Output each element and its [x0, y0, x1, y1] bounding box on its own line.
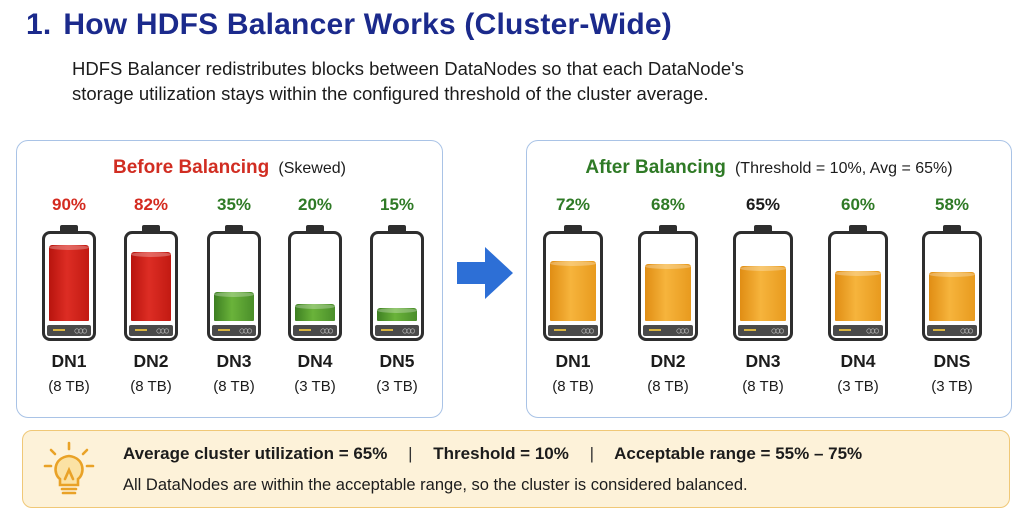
- utilization-fill: [835, 271, 881, 321]
- utilization-fill: [550, 261, 596, 321]
- datanode-name: DN3: [216, 351, 252, 371]
- datanode-capacity: (8 TB): [552, 378, 594, 395]
- datanode-capacity: (8 TB): [213, 378, 255, 395]
- datanode-before-2: 82% ○○○ DN2 (8 TB): [116, 193, 186, 395]
- datanode-capacity: (3 TB): [294, 378, 336, 395]
- separator: |: [589, 444, 595, 463]
- page-title: 1. How HDFS Balancer Works (Cluster-Wide): [26, 8, 672, 42]
- datanode-name: DN5: [379, 351, 415, 371]
- utilization-label: 90%: [51, 195, 87, 214]
- after-subtitle: (Threshold = 10%, Avg = 65%): [734, 160, 953, 177]
- title-text: How HDFS Balancer Works (Cluster-Wide): [63, 8, 672, 41]
- before-balancing-panel: Before Balancing (Skewed) 90% ○○○ DN1 (8 TB…: [16, 140, 443, 418]
- utilization-fill: [295, 304, 335, 321]
- battery-icon: ○○○: [370, 225, 424, 341]
- datanode-name: DNS: [933, 351, 971, 371]
- after-title: After Balancing: [585, 157, 726, 178]
- utilization-label: 72%: [555, 195, 591, 214]
- datanode-after-3: 65% ○○○ DN3 (8 TB): [728, 193, 798, 395]
- summary-metrics: Average cluster utilization = 65% | Thre…: [123, 444, 862, 464]
- utilization-label: 65%: [745, 195, 781, 214]
- battery-icon: ○○○: [828, 225, 888, 341]
- datanode-name: DN2: [133, 351, 169, 371]
- after-balancing-panel: After Balancing (Threshold = 10%, Avg = …: [526, 140, 1012, 418]
- utilization-fill: [214, 292, 254, 321]
- datanode-before-4: 20% ○○○ DN4 (3 TB): [280, 193, 350, 395]
- battery-icon: ○○○: [922, 225, 982, 341]
- threshold: Threshold = 10%: [433, 444, 569, 463]
- utilization-label: 15%: [379, 195, 415, 214]
- utilization-label: 35%: [216, 195, 252, 214]
- datanode-name: DN1: [51, 351, 87, 371]
- datanode-name: DN4: [840, 351, 876, 371]
- datanode-before-3: 35% ○○○ DN3 (8 TB): [199, 193, 269, 395]
- utilization-fill: [49, 245, 89, 321]
- utilization-fill: [377, 308, 417, 321]
- datanode-capacity: (3 TB): [837, 378, 879, 395]
- datanode-after-2: 68% ○○○ DN2 (8 TB): [633, 193, 703, 395]
- datanode-name: DN1: [555, 351, 591, 371]
- battery-icon: ○○○: [124, 225, 178, 341]
- battery-icon: ○○○: [288, 225, 342, 341]
- after-panel-title: After Balancing (Threshold = 10%, Avg = …: [527, 156, 1011, 179]
- utilization-fill: [740, 266, 786, 321]
- datanode-capacity: (3 TB): [931, 378, 973, 395]
- battery-icon: ○○○: [543, 225, 603, 341]
- before-subtitle: (Skewed): [278, 160, 346, 177]
- datanode-name: DN4: [297, 351, 333, 371]
- datanode-name: DN3: [745, 351, 781, 371]
- datanode-after-5: 58% ○○○ DNS (3 TB): [917, 193, 987, 395]
- acceptable-range: Acceptable range = 55% – 75%: [614, 444, 863, 463]
- battery-icon: ○○○: [733, 225, 793, 341]
- utilization-fill: [929, 272, 975, 321]
- datanode-name: DN2: [650, 351, 686, 371]
- datanode-capacity: (8 TB): [742, 378, 784, 395]
- datanode-capacity: (3 TB): [376, 378, 418, 395]
- battery-icon: ○○○: [207, 225, 261, 341]
- datanode-after-1: 72% ○○○ DN1 (8 TB): [538, 193, 608, 395]
- summary-conclusion: All DataNodes are within the acceptable …: [123, 476, 748, 494]
- datanode-capacity: (8 TB): [48, 378, 90, 395]
- before-title: Before Balancing: [113, 157, 270, 178]
- utilization-fill: [645, 264, 691, 321]
- utilization-label: 82%: [133, 195, 169, 214]
- datanode-before-5: 15% ○○○ DN5 (3 TB): [362, 193, 432, 395]
- datanode-before-1: 90% ○○○ DN1 (8 TB): [34, 193, 104, 395]
- lightbulb-icon: [43, 441, 95, 495]
- separator: |: [408, 444, 413, 463]
- avg-utilization: Average cluster utilization = 65%: [123, 444, 388, 463]
- utilization-fill: [131, 252, 171, 321]
- description: HDFS Balancer redistributes blocks betwe…: [72, 58, 744, 104]
- utilization-label: 68%: [650, 195, 686, 214]
- datanode-capacity: (8 TB): [647, 378, 689, 395]
- utilization-label: 58%: [934, 195, 970, 214]
- before-panel-title: Before Balancing (Skewed): [17, 156, 442, 179]
- datanode-capacity: (8 TB): [130, 378, 172, 395]
- utilization-label: 20%: [297, 195, 333, 214]
- battery-icon: ○○○: [638, 225, 698, 341]
- title-number: 1.: [26, 8, 52, 41]
- datanode-after-4: 60% ○○○ DN4 (3 TB): [823, 193, 893, 395]
- right-arrow-icon: [457, 247, 513, 299]
- summary-box: Average cluster utilization = 65% | Thre…: [22, 430, 1010, 508]
- utilization-label: 60%: [840, 195, 876, 214]
- battery-icon: ○○○: [42, 225, 96, 341]
